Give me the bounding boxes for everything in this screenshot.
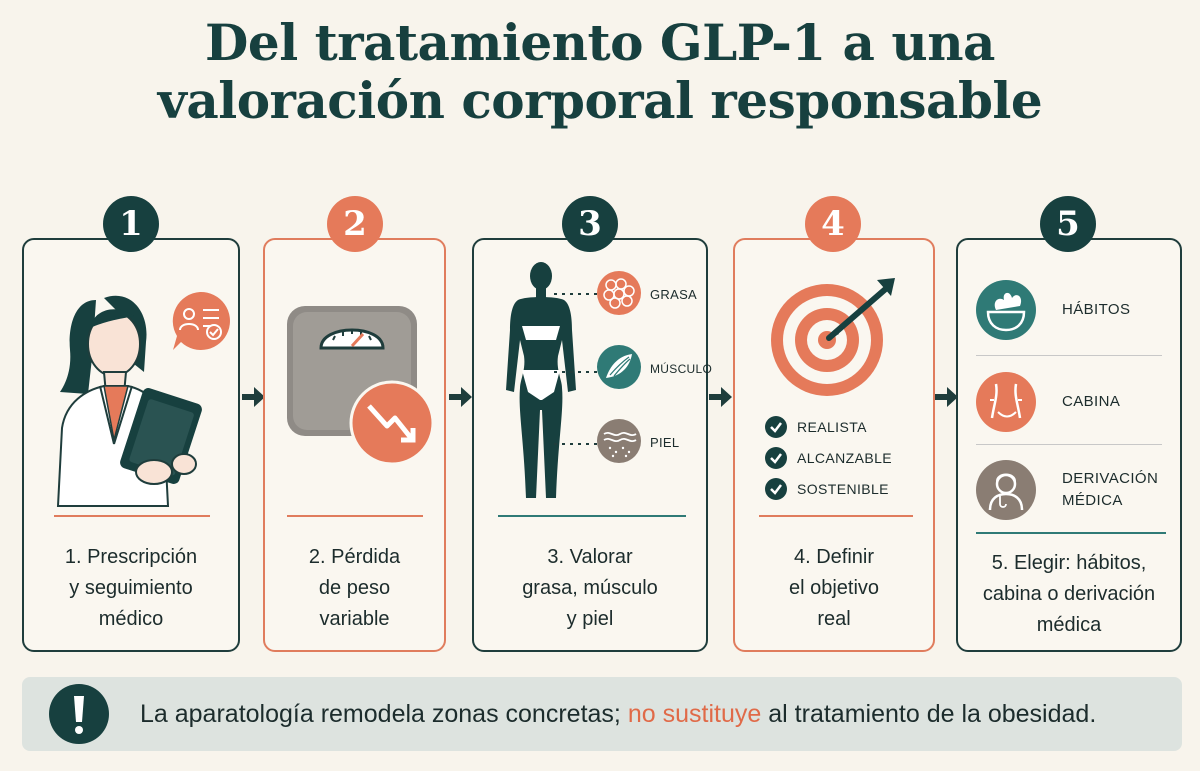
- warning-text-after: al tratamiento de la obesidad.: [768, 699, 1097, 728]
- dotted-connector: [554, 293, 598, 445]
- divider: [54, 515, 210, 517]
- check-icon: [765, 416, 787, 438]
- step-card-2: 2. Pérdida de peso variable: [263, 238, 446, 652]
- muscle-label: MÚSCULO: [650, 362, 713, 376]
- step-card-3: GRASA MÚSCULO PIEL 3. Valorar grasa, mús…: [472, 238, 712, 652]
- option-habitos: HÁBITOS: [976, 270, 1161, 350]
- step-number-2: 2: [327, 196, 383, 252]
- warning-banner: La aparatología remodela zonas concretas…: [22, 677, 1182, 751]
- option-label: DERIVACIÓN MÉDICA: [1062, 450, 1158, 530]
- step-number-4: 4: [805, 196, 861, 252]
- warning-text: La aparatología remodela zonas concretas…: [140, 677, 1096, 751]
- option-cabina: CABINA: [976, 362, 1161, 442]
- caption-line: 5. Elegir: hábitos,: [991, 552, 1147, 574]
- check-label: ALCANZABLE: [797, 450, 893, 466]
- step-number-1: 1: [103, 196, 159, 252]
- divider: [287, 515, 423, 517]
- doctor-icon: [56, 295, 202, 507]
- muscle-icon: [597, 345, 641, 389]
- body-silhouette-icon: [506, 262, 576, 498]
- step-card-1: 1. Prescripción y seguimiento médico: [22, 238, 240, 652]
- down-trend-icon: [349, 380, 435, 466]
- check-icon: [765, 478, 787, 500]
- step-card-5: HÁBITOS CABINA DERIVACIÓN MÉDICA 5. Eleg…: [956, 238, 1182, 652]
- step-number-5: 5: [1040, 196, 1096, 252]
- title-line-2: valoración corporal responsable: [157, 71, 1043, 130]
- fat-cells-icon: [597, 271, 641, 315]
- check-item-alcanzable: ALCANZABLE: [765, 447, 892, 469]
- doctor-avatar-icon: [976, 460, 1036, 520]
- divider: [976, 444, 1162, 445]
- fat-label: GRASA: [650, 287, 698, 302]
- caption-line: variable: [319, 608, 390, 630]
- check-item-realista: REALISTA: [765, 416, 867, 438]
- profile-check-icon: [172, 291, 230, 350]
- step-caption-1: 1. Prescripción y seguimiento médico: [24, 542, 238, 635]
- caption-line: 4. Definir: [793, 546, 875, 568]
- caption-line: y piel: [566, 608, 614, 630]
- arrow-right-icon: [935, 387, 958, 407]
- option-derivacion: DERIVACIÓN MÉDICA: [976, 450, 1161, 530]
- warning-text-before: La aparatología remodela zonas concretas…: [140, 699, 621, 728]
- step-caption-3: 3. Valorar grasa, músculo y piel: [474, 542, 706, 635]
- caption-line: médico: [98, 608, 164, 630]
- caption-line: cabina o derivación: [982, 583, 1156, 605]
- waist-icon: [976, 372, 1036, 432]
- step-caption-4: 4. Definir el objetivo real: [735, 542, 933, 635]
- caption-line: y seguimiento: [69, 577, 193, 599]
- step-caption-2: 2. Pérdida de peso variable: [265, 542, 444, 635]
- salad-bowl-icon: [976, 280, 1036, 340]
- check-icon: [765, 447, 787, 469]
- title-line-1: Del tratamiento GLP-1 a una: [205, 13, 995, 72]
- check-label: SOSTENIBLE: [797, 481, 889, 497]
- warning-highlight: no sustituye: [627, 699, 762, 728]
- option-label: CABINA: [1062, 393, 1121, 410]
- step-card-4: REALISTA ALCANZABLE SOSTENIBLE 4. Defini…: [733, 238, 935, 652]
- option-label-line: MÉDICA: [1062, 492, 1123, 509]
- check-label: REALISTA: [797, 419, 867, 435]
- option-label-line: DERIVACIÓN: [1062, 470, 1159, 487]
- caption-line: de peso: [318, 577, 391, 599]
- caption-line: 3. Valorar: [547, 546, 633, 568]
- divider: [759, 515, 913, 517]
- step-caption-5: 5. Elegir: hábitos, cabina o derivación …: [958, 548, 1180, 641]
- arrow-right-icon: [449, 387, 472, 407]
- caption-line: 1. Prescripción: [64, 546, 198, 568]
- target-icon: [771, 278, 895, 396]
- check-item-sostenible: SOSTENIBLE: [765, 478, 889, 500]
- skin-layers-icon: [597, 419, 641, 463]
- caption-line: real: [817, 608, 851, 630]
- arrow-right-icon: [709, 387, 732, 407]
- skin-label: PIEL: [650, 435, 680, 450]
- caption-line: el objetivo: [788, 577, 880, 599]
- caption-line: médica: [1036, 614, 1102, 636]
- option-label: HÁBITOS: [1062, 301, 1131, 318]
- caption-line: grasa, músculo: [522, 577, 658, 599]
- step-number-3: 3: [562, 196, 618, 252]
- caption-line: 2. Pérdida: [308, 546, 401, 568]
- divider: [976, 355, 1162, 356]
- divider: [498, 515, 686, 517]
- arrow-right-icon: [242, 387, 265, 407]
- exclamation-icon: [49, 684, 109, 744]
- divider: [976, 532, 1166, 534]
- page-title: Del tratamiento GLP-1 a una valoración c…: [0, 14, 1200, 130]
